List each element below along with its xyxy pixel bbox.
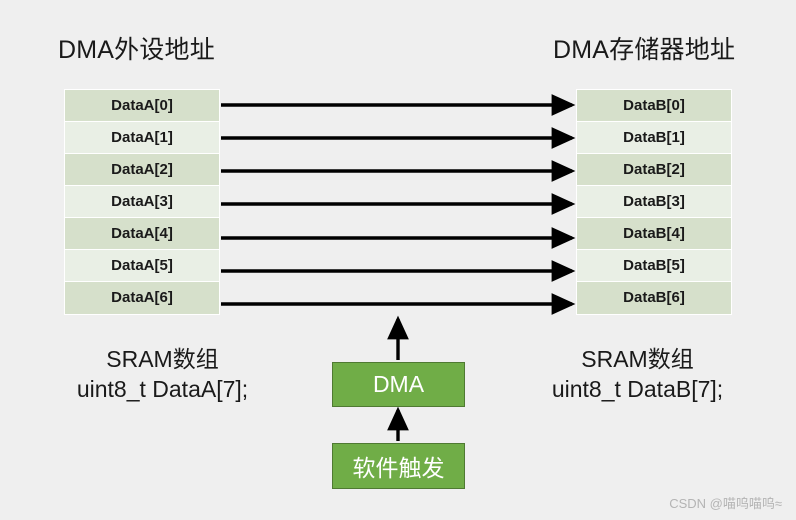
watermark: CSDN @喵呜喵呜≈	[669, 496, 782, 511]
table-row: DataB[4]	[577, 218, 731, 250]
left-caption-line2: uint8_t DataA[7];	[76, 376, 249, 402]
left-column-title: DMA外设地址	[58, 36, 215, 64]
dma-box-label: DMA	[372, 371, 425, 397]
left-caption-line1: SRAM数组	[106, 346, 219, 372]
software-trigger-box[interactable]: 软件触发	[332, 443, 465, 489]
right-caption-line2: uint8_t DataB[7];	[551, 376, 724, 402]
software-trigger-label: 软件触发	[352, 455, 445, 481]
transfer-arrow-group	[221, 94, 576, 315]
right-caption-line1: SRAM数组	[581, 346, 694, 372]
destination-memory-table: DataB[0] DataB[1] DataB[2] DataB[3] Data…	[576, 89, 732, 315]
peripheral-memory-table: DataA[0] DataA[1] DataA[2] DataA[3] Data…	[64, 89, 220, 315]
table-row: DataB[1]	[577, 122, 731, 154]
table-row: DataB[3]	[577, 186, 731, 218]
table-row: DataA[1]	[65, 122, 219, 154]
table-row: DataB[6]	[577, 282, 731, 314]
left-caption: SRAM数组 uint8_t DataA[7];	[30, 344, 295, 404]
table-row: DataA[6]	[65, 282, 219, 314]
table-row: DataA[3]	[65, 186, 219, 218]
right-caption: SRAM数组 uint8_t DataB[7];	[505, 344, 770, 404]
table-row: DataA[4]	[65, 218, 219, 250]
table-row: DataA[2]	[65, 154, 219, 186]
right-column-title: DMA存储器地址	[553, 36, 736, 64]
table-row: DataB[5]	[577, 250, 731, 282]
table-row: DataB[0]	[577, 90, 731, 122]
dma-box[interactable]: DMA	[332, 362, 465, 407]
table-row: DataA[5]	[65, 250, 219, 282]
table-row: DataB[2]	[577, 154, 731, 186]
table-row: DataA[0]	[65, 90, 219, 122]
